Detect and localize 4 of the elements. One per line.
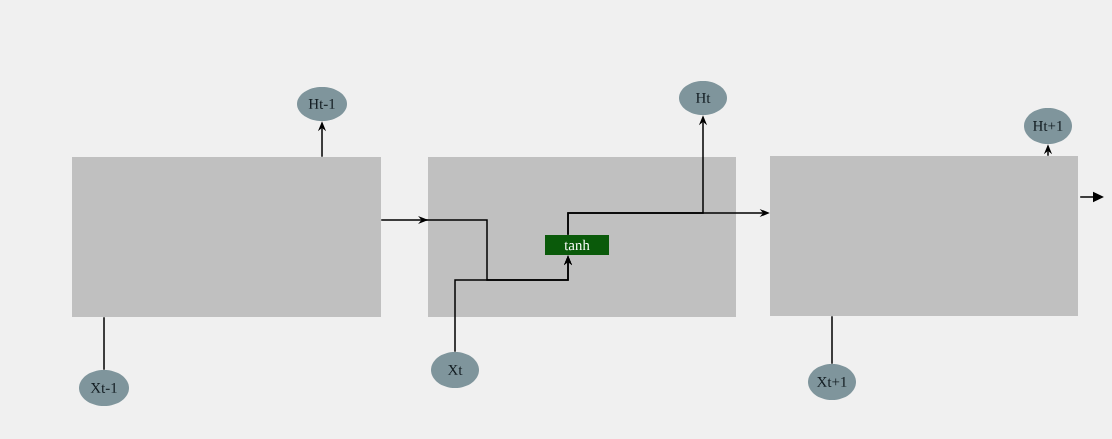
cell-box	[770, 156, 1078, 316]
cell-box	[428, 157, 736, 317]
cell-box	[72, 157, 381, 317]
activation-box: tanh	[545, 235, 609, 255]
